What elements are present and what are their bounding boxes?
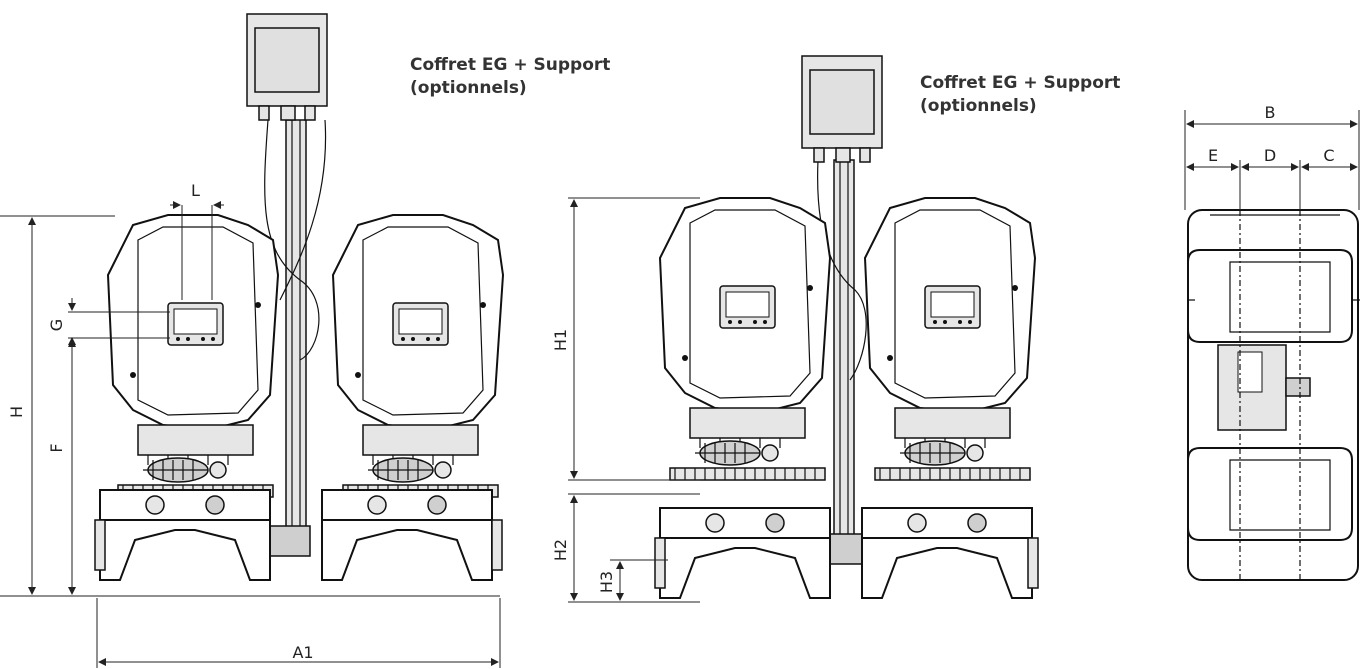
left-dimensions	[0, 201, 501, 668]
right-dimensions	[1184, 110, 1360, 210]
dim-label-H2: H2	[551, 539, 570, 561]
caption-left-line1: Coffret EG + Support	[410, 55, 610, 75]
dim-label-E: E	[1208, 146, 1218, 165]
dim-label-A1: A1	[292, 643, 313, 662]
dim-label-D: D	[1264, 146, 1276, 165]
left-front-view	[94, 13, 504, 581]
dim-label-F: F	[47, 443, 66, 452]
middle-dimensions	[568, 197, 700, 603]
dim-label-G: G	[47, 319, 66, 331]
caption-middle-line2: (optionnels)	[920, 96, 1037, 116]
dim-label-H1: H1	[551, 329, 570, 351]
dim-label-C: C	[1323, 146, 1334, 165]
middle-front-view	[654, 55, 1039, 599]
dim-label-H3: H3	[597, 571, 616, 593]
dim-label-H: H	[7, 406, 26, 418]
caption-middle-line1: Coffret EG + Support	[920, 73, 1120, 93]
dim-label-L: L	[191, 181, 200, 200]
caption-left-line2: (optionnels)	[410, 78, 527, 98]
right-top-view	[1187, 209, 1360, 581]
dim-label-B: B	[1265, 103, 1276, 122]
